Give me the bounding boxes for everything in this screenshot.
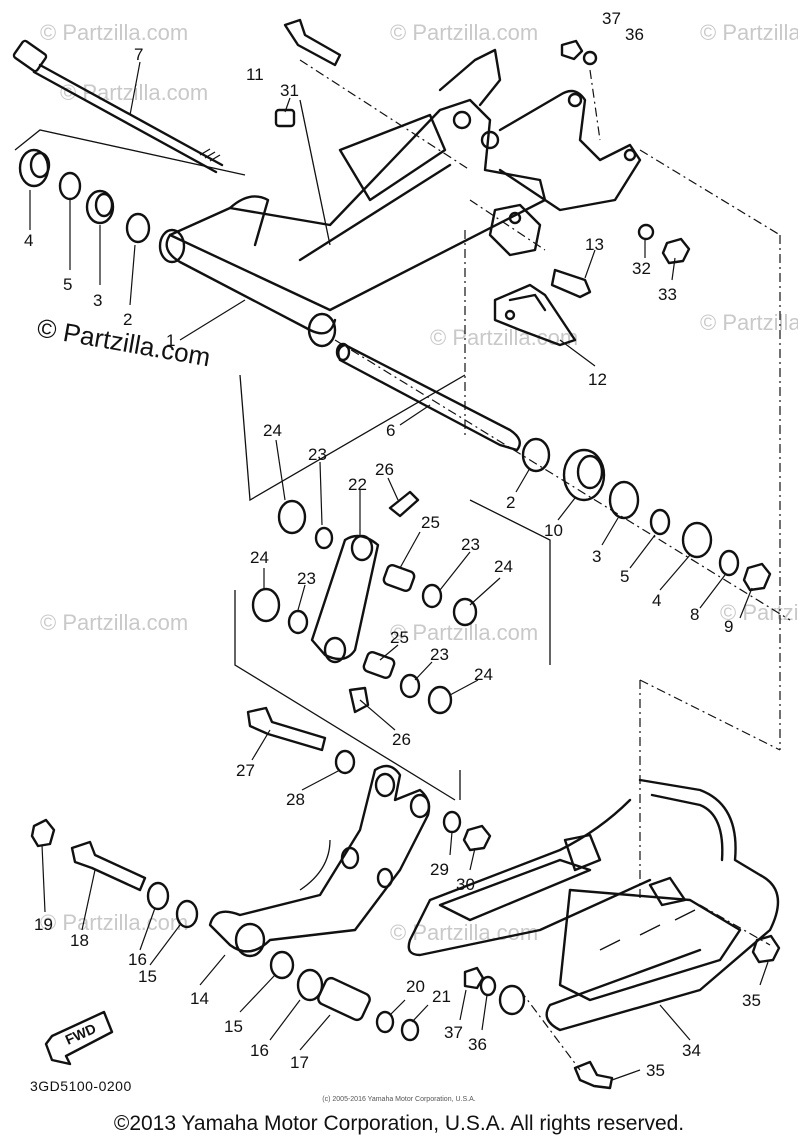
callout-35: 35	[742, 991, 761, 1010]
bolt-27	[246, 706, 356, 775]
callout-2: 2	[506, 493, 515, 512]
callout-26: 26	[392, 730, 411, 749]
callout-37: 37	[444, 1023, 463, 1042]
callout-16: 16	[128, 950, 147, 969]
callout-36: 36	[625, 25, 644, 44]
callout-37: 37	[602, 9, 621, 28]
callout-15: 15	[224, 1017, 243, 1036]
watermark: © Partzilla.com	[390, 20, 538, 45]
callout-34: 34	[682, 1041, 701, 1060]
watermark: © Partzilla.com	[430, 325, 578, 350]
lower-arm-14	[208, 764, 431, 958]
callout-9: 9	[724, 617, 733, 636]
callout-7: 7	[134, 45, 143, 64]
left-bearing-stack	[18, 148, 151, 244]
small-copyright: (c) 2005-2016 Yamaha Motor Corporation, …	[322, 1096, 476, 1103]
callout-1: 1	[166, 331, 175, 350]
callout-30: 30	[456, 875, 475, 894]
callout-24: 24	[263, 421, 282, 440]
callout-10: 10	[544, 521, 563, 540]
callout-22: 22	[348, 475, 367, 494]
callout-3: 3	[592, 547, 601, 566]
lower-right-fasteners	[463, 934, 781, 1090]
skid-frame-34	[407, 778, 780, 1032]
watermark: © Partzilla.com	[40, 20, 188, 45]
callout-27: 27	[236, 761, 255, 780]
callout-6: 6	[386, 421, 395, 440]
callout-14: 14	[190, 989, 209, 1008]
callout-2: 2	[123, 310, 132, 329]
callout-19: 19	[34, 915, 53, 934]
callout-35: 35	[646, 1061, 665, 1080]
fwd-arrow: FWD	[44, 1010, 114, 1066]
callout-24: 24	[474, 665, 493, 684]
watermark: © Partzilla.com	[40, 610, 188, 635]
copyright-notice: ©2013 Yamaha Motor Corporation, U.S.A. A…	[113, 1112, 685, 1135]
lower-left-hardware	[30, 818, 420, 1042]
callout-18: 18	[70, 931, 89, 950]
callout-17: 17	[290, 1053, 309, 1072]
callout-21: 21	[432, 987, 451, 1006]
callout-5: 5	[63, 275, 72, 294]
axle-bolt-7	[12, 39, 224, 174]
callout-4: 4	[652, 591, 661, 610]
callout-23: 23	[297, 569, 316, 588]
block-12	[493, 283, 577, 347]
callout-3: 3	[93, 291, 102, 310]
callout-15: 15	[138, 967, 157, 986]
relay-rod-22	[251, 490, 478, 715]
callout-numbers: 37 36 7 11 31 4 5 3 2 1 13 32 33 12 6 24…	[24, 9, 761, 1080]
watermark: © Partzilla.com	[390, 620, 538, 645]
callout-25: 25	[421, 513, 440, 532]
watermark: © Partzilla.com	[700, 20, 798, 45]
callout-13: 13	[585, 235, 604, 254]
callout-20: 20	[406, 977, 425, 996]
callout-33: 33	[658, 285, 677, 304]
watermark: © Partzilla.com	[390, 920, 538, 945]
callout-5: 5	[620, 567, 629, 586]
callout-23: 23	[430, 645, 449, 664]
watermark-layer: © Partzilla.com © Partzilla.com © Partzi…	[35, 20, 798, 945]
swing-arm-1	[158, 48, 642, 348]
watermark: © Partzilla.com	[40, 910, 188, 935]
fasteners-top	[274, 18, 691, 299]
watermark: © Partzilla.com	[720, 600, 798, 625]
callout-25: 25	[390, 628, 409, 647]
group-brackets	[14, 99, 551, 801]
callout-23: 23	[308, 445, 327, 464]
pivot-shaft-6	[335, 342, 521, 452]
callout-23: 23	[461, 535, 480, 554]
leader-lines	[29, 61, 769, 1081]
alignment-lines	[299, 59, 791, 1071]
right-bearing-stack	[521, 437, 772, 592]
callout-4: 4	[24, 231, 33, 250]
watermark: © Partzilla.com	[700, 310, 798, 335]
callout-28: 28	[286, 790, 305, 809]
callout-24: 24	[494, 557, 513, 576]
callout-29: 29	[430, 860, 449, 879]
callout-32: 32	[632, 259, 651, 278]
callout-31: 31	[280, 81, 299, 100]
callout-26: 26	[375, 460, 394, 479]
callout-11: 11	[246, 65, 264, 84]
callout-24: 24	[250, 548, 269, 567]
callout-36: 36	[468, 1035, 487, 1054]
fwd-label: FWD	[63, 1020, 99, 1048]
callout-8: 8	[690, 605, 699, 624]
callout-12: 12	[588, 370, 607, 389]
diagram-code: 3GD5100-0200	[30, 1078, 132, 1094]
callout-16: 16	[250, 1041, 269, 1060]
